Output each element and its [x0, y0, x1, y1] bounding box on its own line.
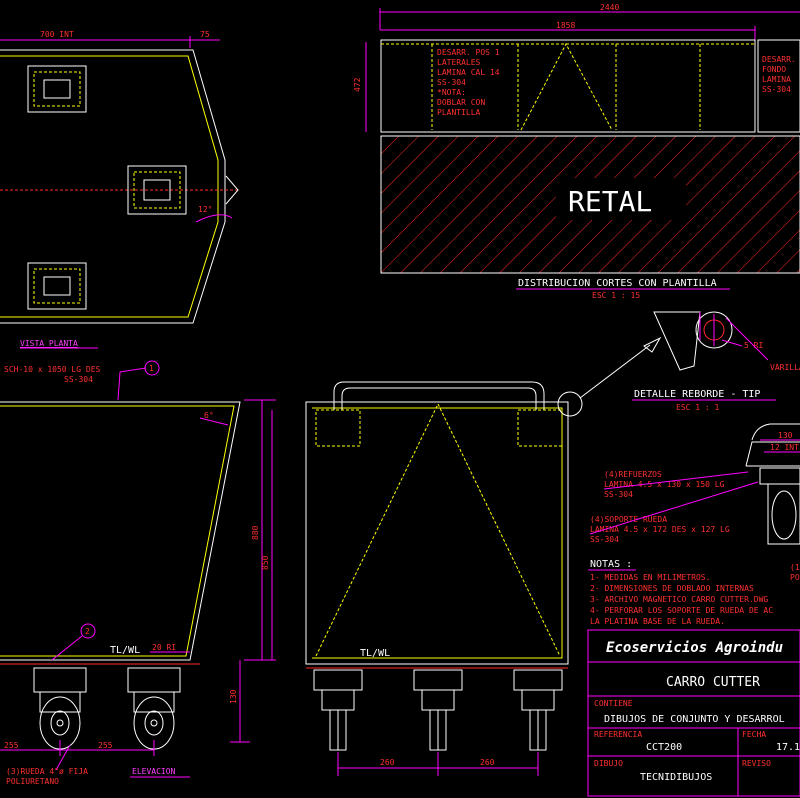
dim-850: 850	[261, 555, 270, 570]
cut-layout-scale: ESC 1 : 15	[592, 291, 640, 300]
wd-dim-12: 12 INT	[770, 443, 799, 452]
elev-radius: 20 RI	[152, 643, 176, 652]
svg-text:DESARR.: DESARR.	[762, 55, 796, 64]
part-labels: (4)REFUERZOS LAMINA 4.5 x 130 x 150 LG S…	[589, 470, 759, 544]
part1-line2: LAMINA 4.5 x 130 x 150 LG	[604, 480, 725, 489]
dim-472: 472	[353, 77, 362, 92]
notes-title: NOTAS :	[590, 559, 632, 570]
note-3: 3- ARCHIVO MAGNETICO CARRO CUTTER.DWG	[590, 595, 768, 604]
side-caster-right	[513, 669, 563, 751]
wheel-label-line2: POLIURETANO	[6, 777, 59, 786]
elev-wheel-right	[127, 667, 181, 750]
fecha-value: 17.10	[776, 742, 800, 753]
top-dimensions: 2440 1858 472 700 INT 75	[0, 3, 800, 132]
dim-1858: 1858	[556, 21, 575, 30]
detail-title: DETALLE REBORDE - TIP	[634, 389, 760, 400]
note-5: LA PLATINA BASE DE LA RUEDA.	[590, 617, 725, 626]
balloon-2: 2	[85, 627, 90, 636]
rim-detail: 5 RI VARILLA 3/8 DETALLE REBORDE - TIP E…	[579, 311, 800, 412]
company-name: Ecoservicios Agroindu	[606, 640, 783, 656]
dim-75: 75	[200, 30, 210, 39]
plan-angle: 12°	[198, 205, 212, 214]
svg-text:LAMINA CAL 14: LAMINA CAL 14	[437, 68, 500, 77]
wheel-plate-top	[27, 65, 87, 113]
dim-880: 880	[251, 525, 260, 540]
elev-angle: 6°	[204, 411, 214, 420]
plan-title: VISTA PLANTA	[20, 339, 78, 348]
note-4: 4- PERFORAR LOS SOPORTE DE RUEDA DE AC	[590, 606, 773, 615]
side-caster-left	[313, 669, 363, 751]
svg-text:PLANTILLA: PLANTILLA	[437, 108, 481, 117]
side-caster-middle	[413, 669, 463, 751]
elev-callout-line1: SCH-10 x 1050 LG DES	[4, 365, 101, 374]
ref-label: REFERENCIA	[594, 730, 642, 739]
side-tlwl: TL/WL	[360, 648, 390, 659]
detail-rod: VARILLA 3/8	[770, 363, 800, 372]
part2-line1: (4)SOPORTE RUEDA	[590, 515, 667, 524]
elev-wheel-left	[33, 667, 87, 750]
elev-tlwl: TL/WL	[110, 645, 140, 656]
notes: NOTAS : 1- MEDIDAS EN MILIMETROS. 2- DIM…	[588, 559, 773, 626]
contiene-label: CONTIENE	[594, 699, 633, 708]
scrap-label: RETAL	[568, 185, 652, 218]
part1-line3: SS-304	[604, 490, 633, 499]
dim-255-left: 255	[4, 741, 19, 750]
wheel-plate-middle	[127, 165, 187, 215]
dim-255-mid: 255	[98, 741, 113, 750]
note-2: 2- DIMENSIONES DE DOBLADO INTERNAS	[590, 584, 754, 593]
title-block: Ecoservicios Agroindu CARRO CUTTER CONTI…	[587, 629, 800, 797]
svg-text:SS-304: SS-304	[437, 78, 466, 87]
contiene-value: DIBUJOS DE CONJUNTO Y DESARROL	[604, 714, 785, 725]
wd-partial-1: (1	[790, 563, 800, 572]
side-view: TL/WL 260 260	[305, 381, 583, 776]
part2-line2: LAMINA 4.5 x 172 DES x 127 LG	[590, 525, 730, 534]
elevation-view: 1 SCH-10 x 1050 LG DES SS-304 6° 880 850…	[0, 360, 276, 786]
wheel-detail: 130 12 INT (1 PO	[745, 423, 800, 582]
fecha-label: FECHA	[742, 730, 766, 739]
svg-text:FONDO: FONDO	[762, 65, 786, 74]
wheel-label-line1: (3)RUEDA 4"ø FIJA	[6, 767, 88, 776]
plan-view: 12° VISTA PLANTA	[0, 49, 240, 349]
svg-text:DESARR. POS 1: DESARR. POS 1	[437, 48, 500, 57]
ref-value: CCT200	[646, 742, 682, 753]
dim-2440: 2440	[600, 3, 619, 12]
elevation-title: ELEVACION	[132, 767, 176, 776]
part2-line3: SS-304	[590, 535, 619, 544]
svg-text:LAMINA: LAMINA	[762, 75, 791, 84]
reviso-label: REVISO	[742, 759, 771, 768]
dim-260-right: 260	[480, 758, 495, 767]
svg-text:DOBLAR CON: DOBLAR CON	[437, 98, 485, 107]
dim-700-int: 700 INT	[40, 30, 74, 39]
balloon-1: 1	[149, 364, 154, 373]
cut-layout: DESARR. POS 1 LATERALES LAMINA CAL 14 SS…	[380, 39, 800, 300]
dim-260-left: 260	[380, 758, 395, 767]
cut-note-fondo: DESARR. FONDO LAMINA SS-304	[762, 55, 796, 94]
note-1: 1- MEDIDAS EN MILIMETROS.	[590, 573, 710, 582]
wd-dim-130: 130	[778, 431, 793, 440]
svg-text:*NOTA:: *NOTA:	[437, 88, 466, 97]
part1-line1: (4)REFUERZOS	[604, 470, 662, 479]
svg-text:LATERALES: LATERALES	[437, 58, 481, 67]
cut-layout-title: DISTRIBUCION CORTES CON PLANTILLA	[518, 278, 717, 289]
wheel-plate-bottom	[27, 262, 87, 310]
svg-text:SS-304: SS-304	[762, 85, 791, 94]
dibujo-value: TECNIDIBUJOS	[640, 772, 712, 783]
elev-callout-line2: SS-304	[64, 375, 93, 384]
wd-partial-2: PO	[790, 573, 800, 582]
detail-scale: ESC 1 : 1	[676, 403, 720, 412]
dibujo-label: DIBUJO	[594, 759, 623, 768]
cut-note-laterales: DESARR. POS 1 LATERALES LAMINA CAL 14 SS…	[437, 48, 500, 117]
drawing-name: CARRO CUTTER	[666, 675, 760, 690]
dim-130: 130	[229, 689, 238, 704]
